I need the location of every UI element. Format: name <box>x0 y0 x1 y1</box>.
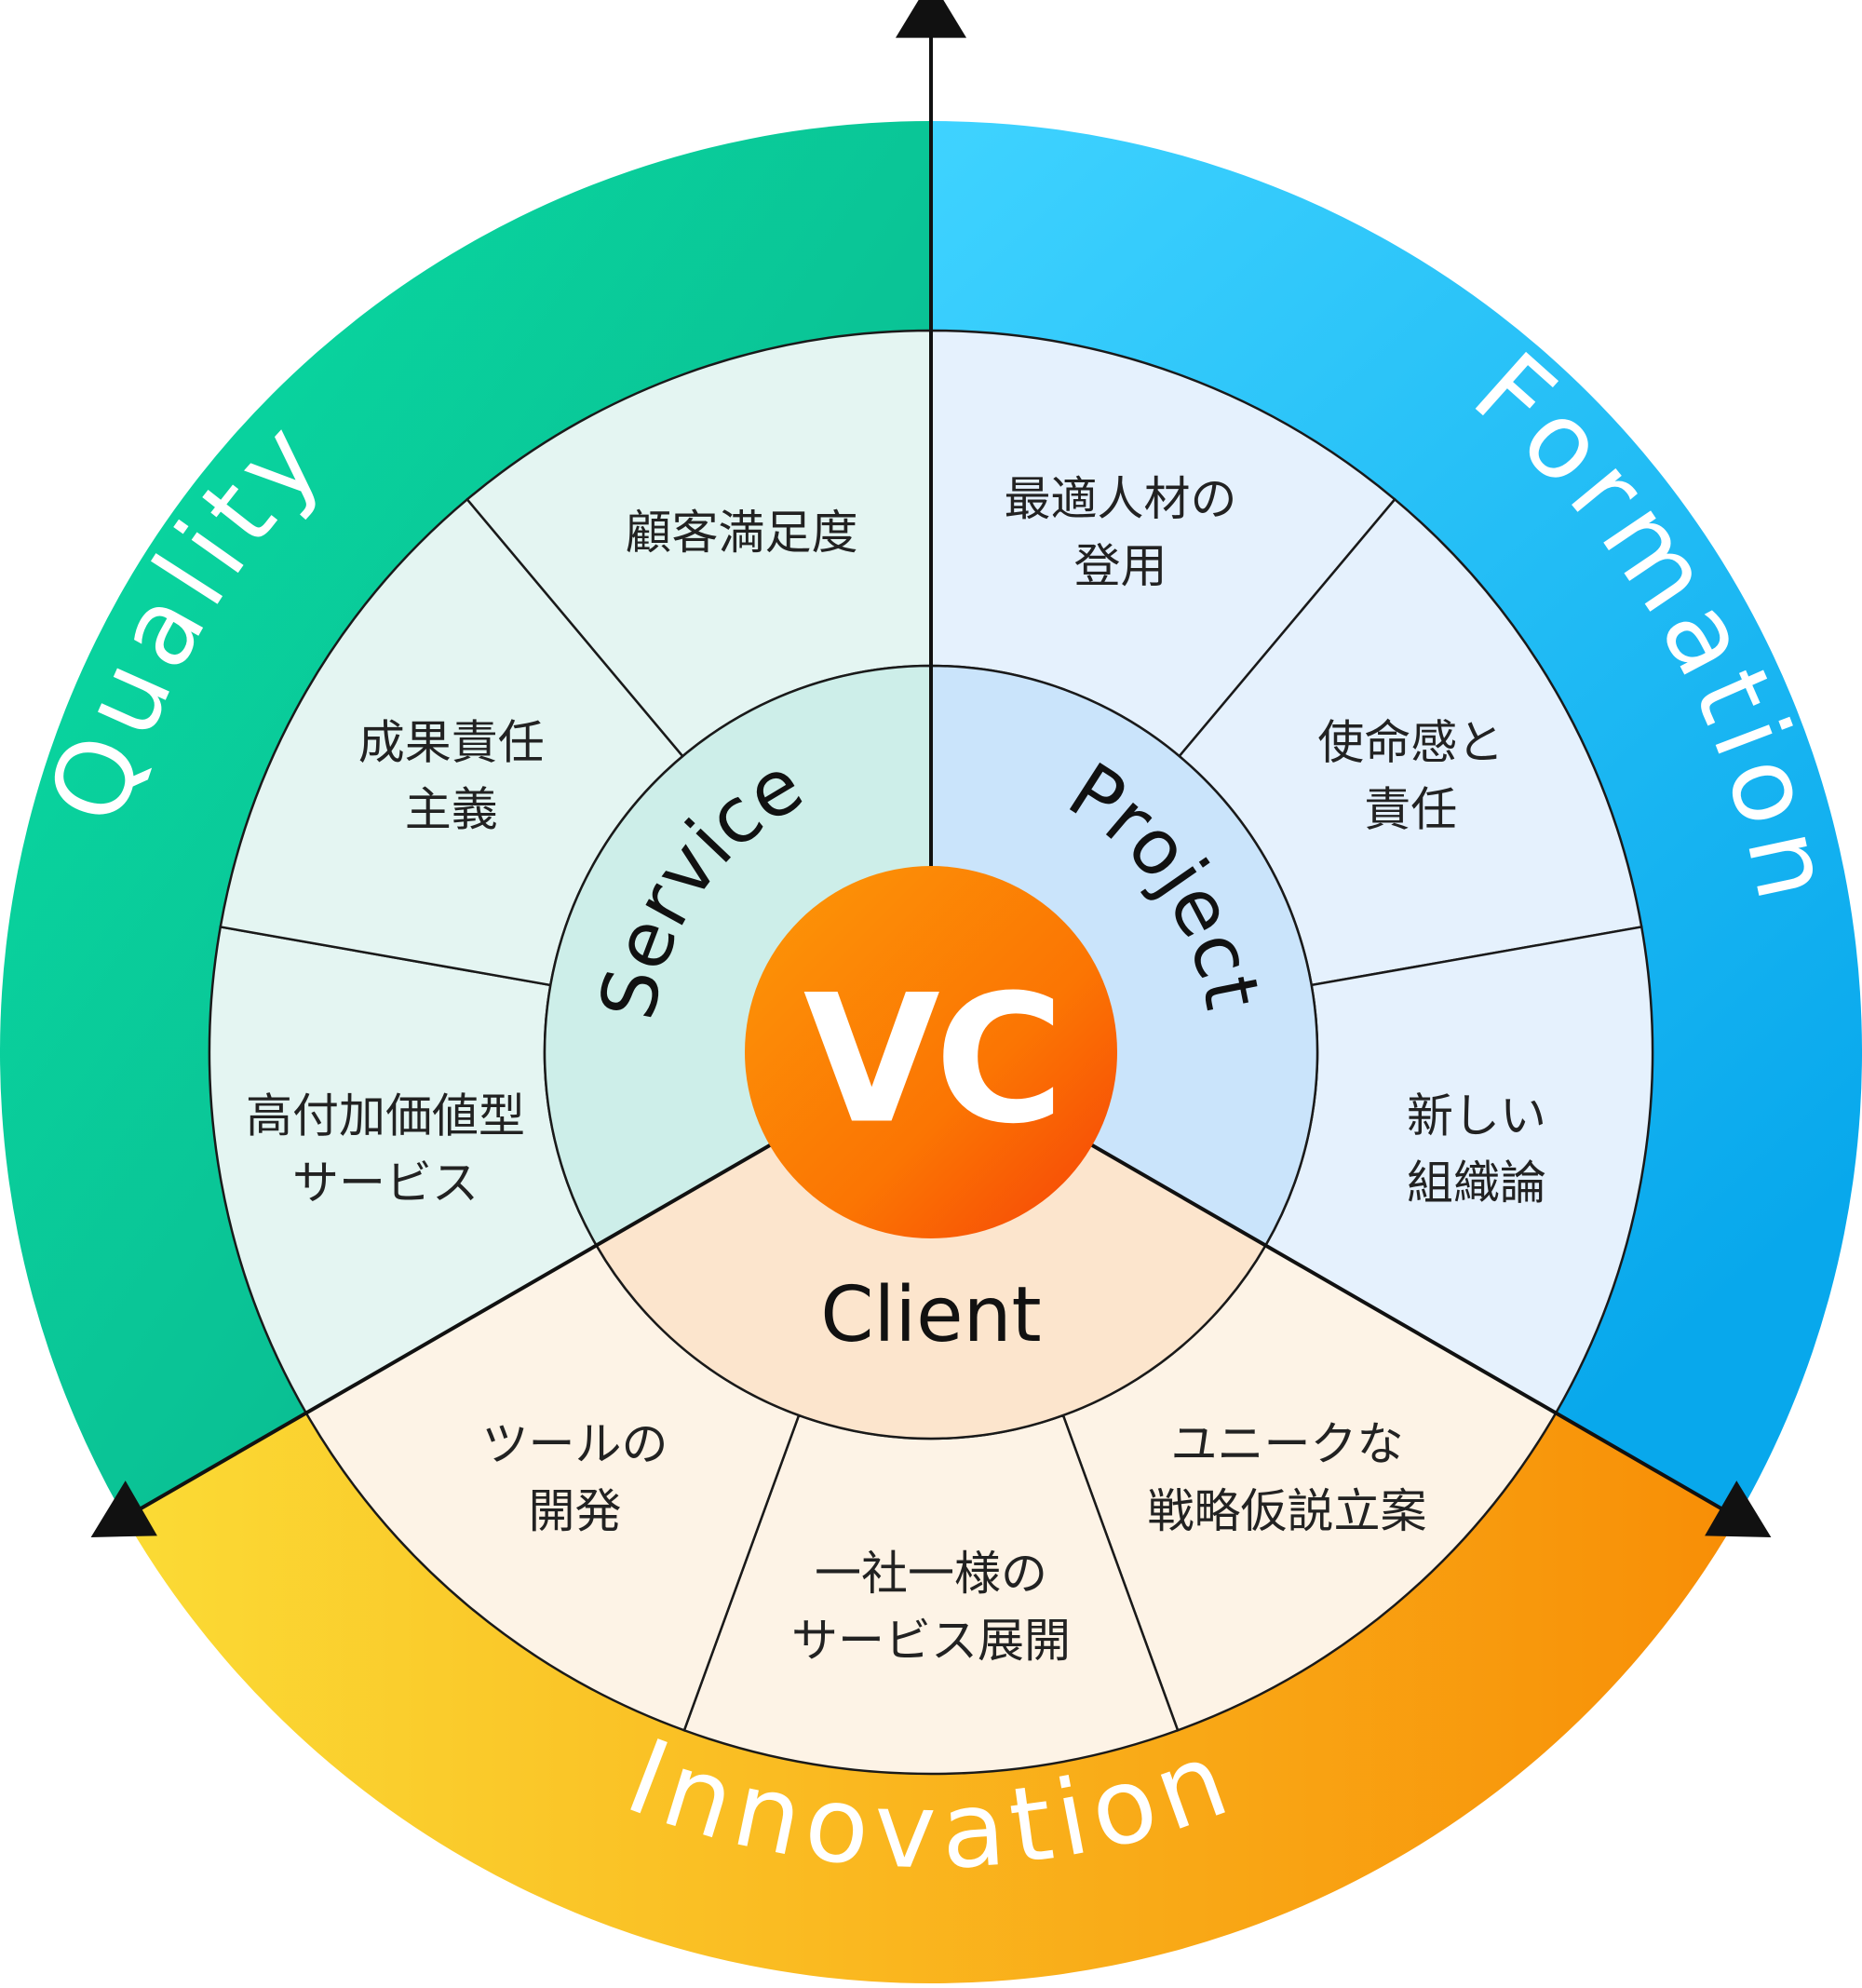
service-item-label-line: 顧客満足度 <box>626 506 858 560</box>
item-cells <box>208 329 1654 1776</box>
service-item-label-line: サービス <box>292 1156 479 1210</box>
axis-arrowhead <box>1705 1481 1772 1537</box>
project-item-label: 新しい組織論 <box>1407 1089 1546 1210</box>
client-item-label-line: 一社一様の <box>815 1547 1047 1601</box>
client-item-label-line: ユニークな <box>1170 1417 1403 1471</box>
project-item-label: 最適人材の登用 <box>1005 472 1237 593</box>
axis-arrowhead <box>895 0 967 38</box>
project-item-label-line: 責任 <box>1364 783 1457 837</box>
service-item-label-line: 高付加価値型 <box>246 1089 525 1143</box>
project-item-label: 使命感と責任 <box>1317 716 1504 837</box>
axis-arrowhead <box>90 1481 157 1537</box>
client-item-label: 一社一様のサービス展開 <box>791 1547 1071 1668</box>
client-item-label-line: 開発 <box>529 1484 622 1538</box>
project-item-label-line: 組織論 <box>1407 1156 1546 1210</box>
item-labels: 高付加価値型サービス 成果責任主義 顧客満足度 最適人材の登用使命感と責任新しい組織論… <box>246 472 1546 1668</box>
formation-ring-sector <box>931 121 1862 1518</box>
vc-center-circle <box>745 866 1117 1238</box>
vc-center-label: VC <box>803 957 1059 1163</box>
client-item-label: ユニークな戦略仮説立案 <box>1147 1417 1426 1538</box>
service-item-label-line: 成果責任 <box>358 716 545 770</box>
client-item-label-line: 戦略仮説立案 <box>1147 1484 1426 1538</box>
quality-ring-sector <box>0 121 931 1518</box>
client-label: Client <box>820 1271 1041 1359</box>
client-item-label-line: サービス展開 <box>791 1614 1071 1668</box>
client-sector <box>594 1050 1268 1440</box>
client-item-label: ツールの開発 <box>482 1417 668 1538</box>
innovation-ring-sector <box>124 1413 1738 1984</box>
service-item-label: 高付加価値型サービス <box>246 1089 525 1210</box>
project-item-label-line: 最適人材の <box>1005 472 1237 526</box>
client-item-label-line: ツールの <box>482 1417 668 1471</box>
service-item-label: 成果責任主義 <box>358 716 545 837</box>
service-item-label: 顧客満足度 <box>626 506 858 560</box>
project-item-label-line: 新しい <box>1407 1089 1546 1143</box>
service-item-label-line: 主義 <box>405 783 498 837</box>
project-item-label-line: 使命感と <box>1317 716 1504 770</box>
project-item-label-line: 登用 <box>1074 539 1167 593</box>
